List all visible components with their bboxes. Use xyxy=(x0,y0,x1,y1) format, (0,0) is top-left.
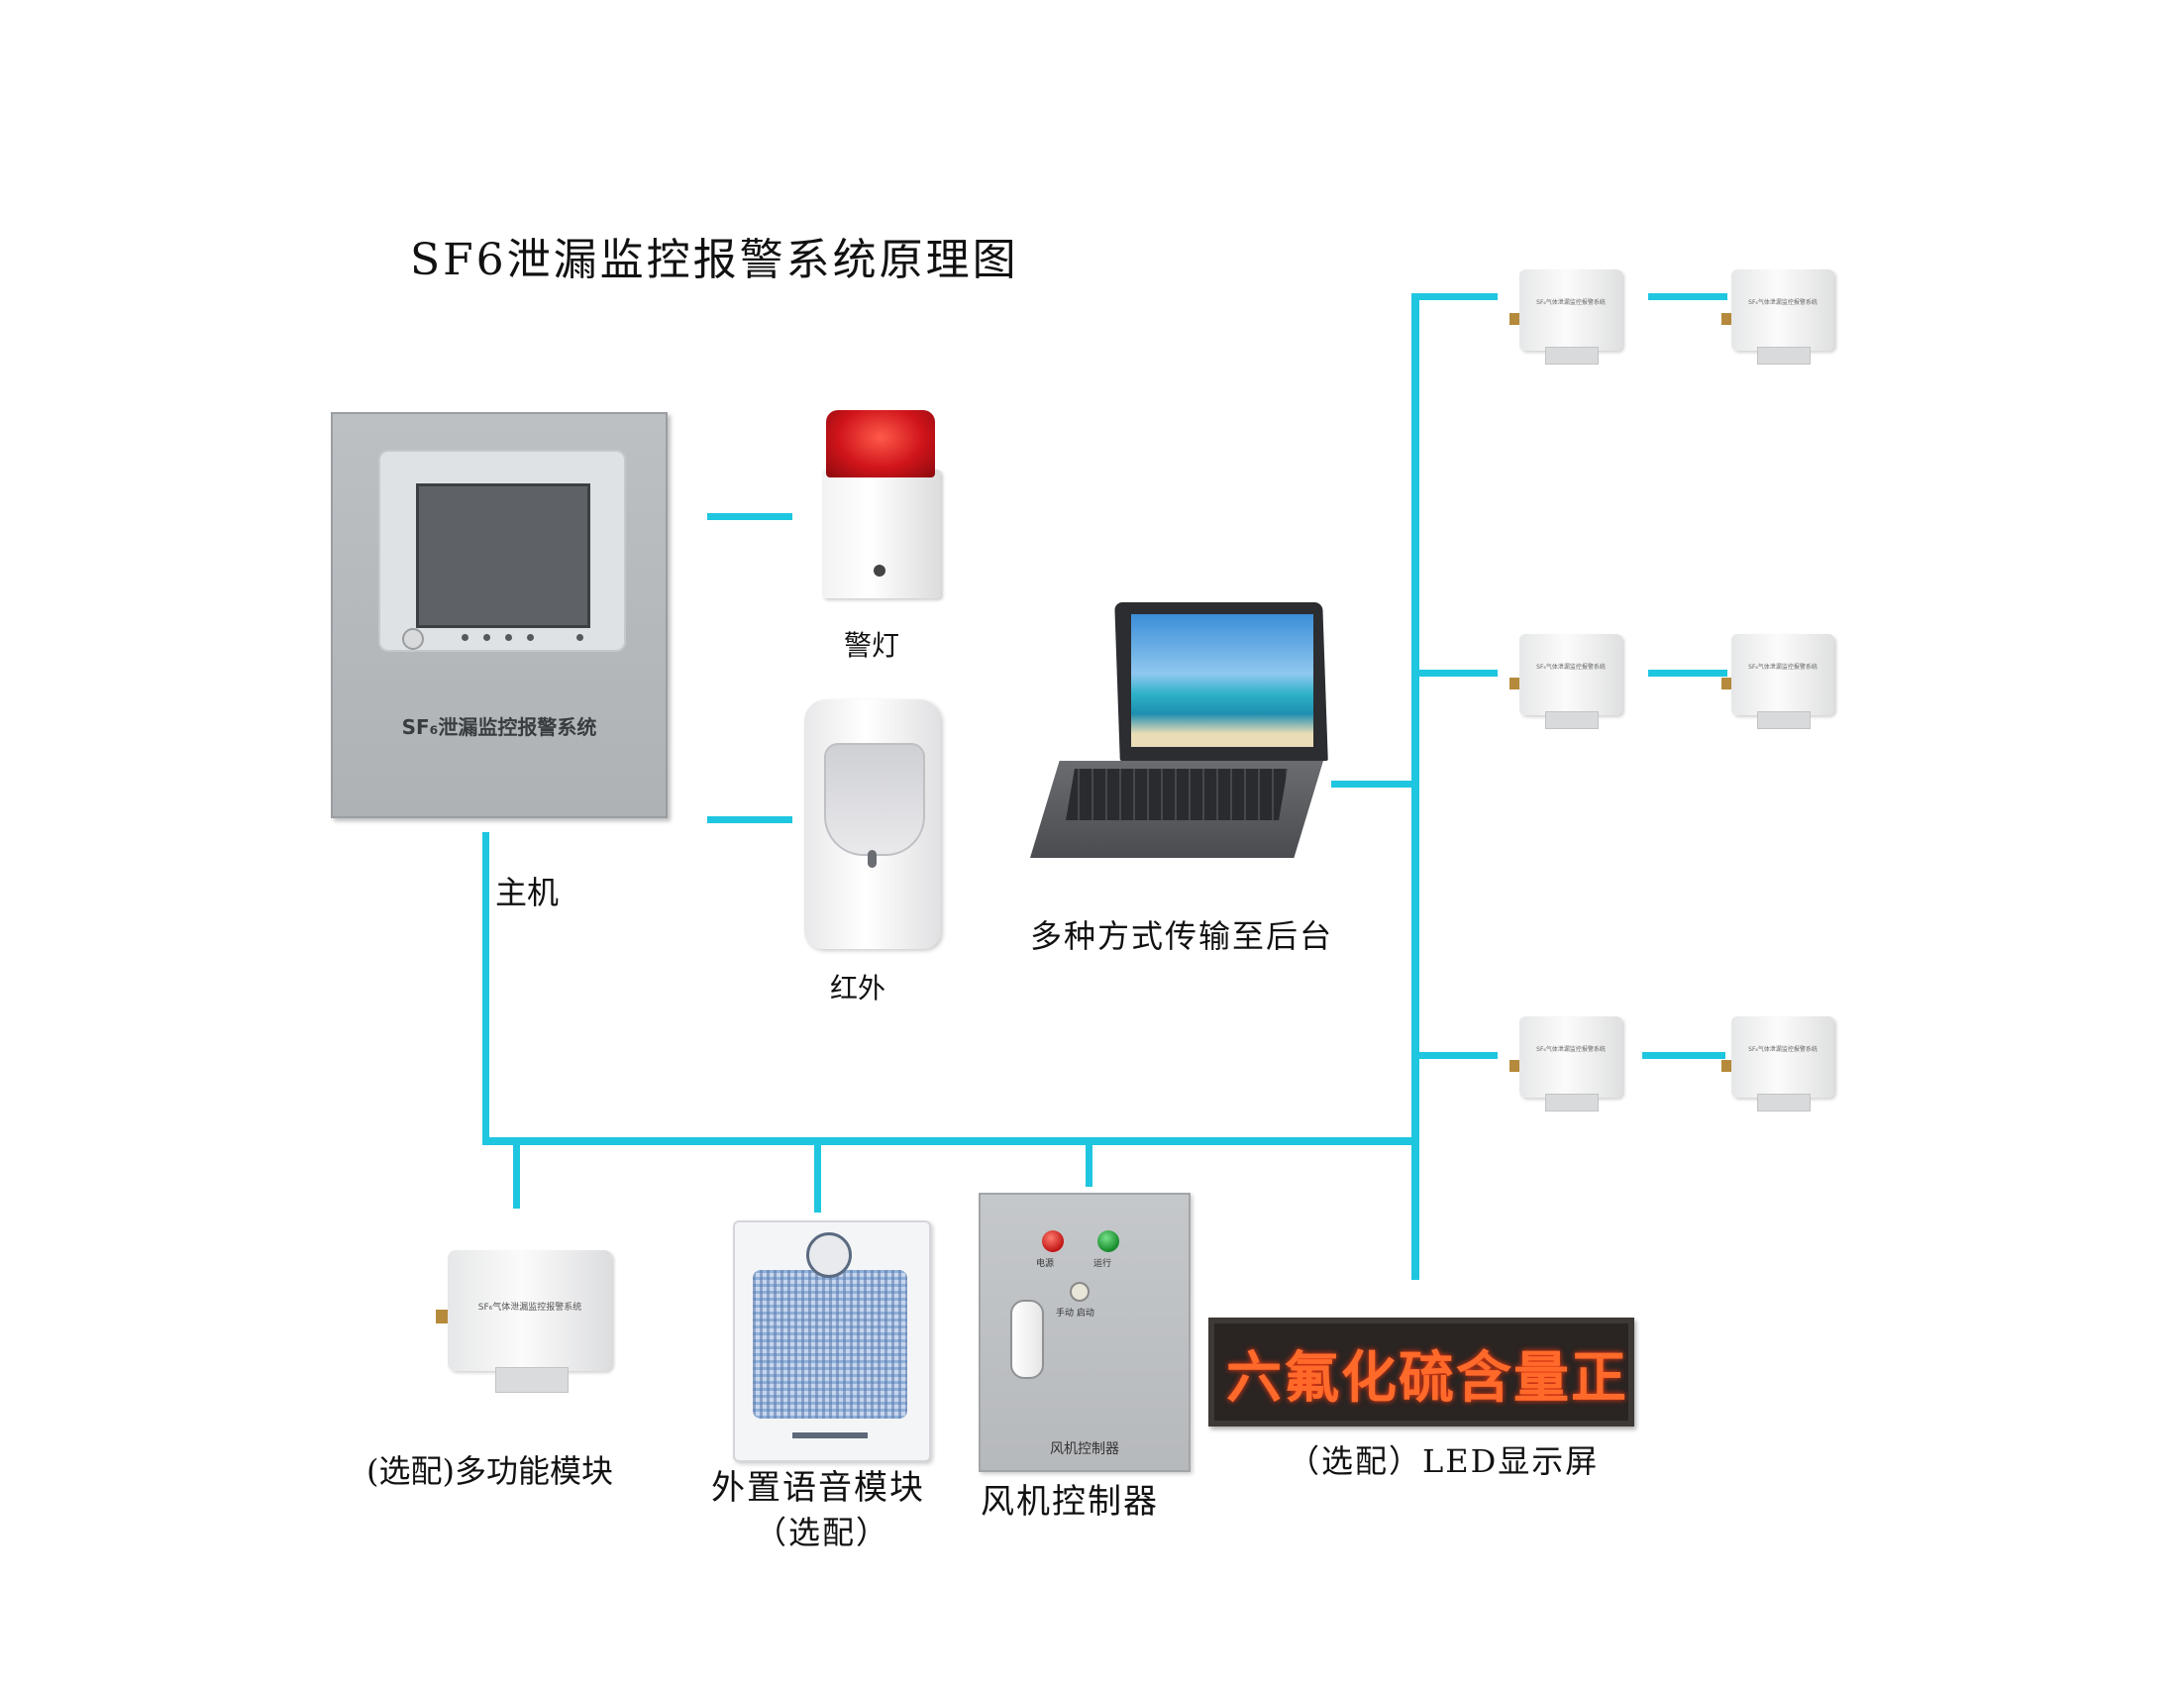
host-device-label: SF₆泄漏监控报警系统 xyxy=(401,715,597,739)
host-screen xyxy=(416,483,590,628)
connector-host-pir xyxy=(707,816,792,823)
multi-function-module: SF₆气体泄漏监控报警系统 xyxy=(436,1250,612,1393)
sensor-module: SF₆气体泄漏监控报警系统 xyxy=(1721,269,1834,365)
connector-row1-pair xyxy=(1648,293,1727,300)
host-unit: SF₆泄漏监控报警系统 xyxy=(331,412,668,818)
drop-multi-module xyxy=(513,1141,520,1209)
power-indicator-icon xyxy=(1042,1230,1064,1252)
host-indicator-icon xyxy=(576,634,583,641)
sensor-module: SF₆气体泄漏监控报警系统 xyxy=(1721,1016,1834,1111)
fan-button-label: 手动 启动 xyxy=(1056,1309,1094,1319)
connector-row3-pair xyxy=(1642,1052,1725,1059)
bus-horizontal xyxy=(482,1137,1418,1145)
connector-row1 xyxy=(1414,293,1498,300)
connector-host-lamp xyxy=(707,513,792,520)
lamp-caption: 警灯 xyxy=(844,629,900,662)
connector-host-down xyxy=(482,832,489,1141)
host-indicator-icon xyxy=(505,634,512,641)
fan-led1-label: 电源 xyxy=(1036,1259,1055,1269)
multi-module-caption: (选配)多功能模块 xyxy=(366,1452,613,1490)
led-display: 六氟化硫含量正 xyxy=(1208,1318,1634,1427)
laptop-keyboard-icon xyxy=(1066,769,1288,820)
pir-sensor-led-icon xyxy=(868,850,877,868)
warning-lamp-body xyxy=(822,470,941,598)
speaker-logo-icon xyxy=(806,1232,852,1278)
sensor-module: SF₆气体泄漏监控报警系统 xyxy=(1509,269,1622,365)
speaker-caption-line1: 外置语音模块 xyxy=(711,1468,925,1508)
pir-caption: 红外 xyxy=(830,972,886,1005)
speaker-slot xyxy=(792,1432,868,1438)
fan-controller-box: 风机控制器 电源 运行 手动 启动 xyxy=(979,1193,1191,1472)
fan-controller-caption: 风机控制器 xyxy=(981,1482,1159,1522)
run-indicator-icon xyxy=(1097,1230,1119,1252)
host-indicator-icon xyxy=(527,634,534,641)
led-caption: （选配）LED显示屏 xyxy=(1288,1442,1600,1480)
laptop-caption: 多种方式传输至后台 xyxy=(1030,917,1334,955)
host-indicator-icon xyxy=(483,634,490,641)
manual-start-button-icon xyxy=(1070,1282,1090,1302)
drop-fan-controller xyxy=(1086,1141,1092,1187)
led-display-text: 六氟化硫含量正 xyxy=(1226,1345,1628,1411)
fan-led2-label: 运行 xyxy=(1093,1259,1112,1269)
fan-controller-panel-label: 风机控制器 xyxy=(1050,1441,1119,1457)
fan-controller-handle xyxy=(1010,1300,1044,1379)
host-screen-bezel xyxy=(378,450,626,652)
laptop-screen xyxy=(1131,614,1313,747)
sensor-module: SF₆气体泄漏监控报警系统 xyxy=(1509,1016,1622,1111)
sensor-module: SF₆气体泄漏监控报警系统 xyxy=(1721,634,1834,729)
speaker-caption-line2: （选配） xyxy=(755,1514,890,1551)
sensor-module: SF₆气体泄漏监控报警系统 xyxy=(1509,634,1622,729)
connector-row2-pair xyxy=(1648,670,1727,677)
warning-lamp-screw-icon xyxy=(874,565,885,577)
host-caption: 主机 xyxy=(495,874,560,911)
warning-lamp-icon xyxy=(826,410,935,477)
connector-laptop xyxy=(1331,781,1416,788)
connector-row2 xyxy=(1414,670,1498,677)
connector-row3 xyxy=(1414,1052,1498,1059)
host-power-button-icon xyxy=(402,628,424,650)
drop-speaker xyxy=(814,1141,821,1213)
pir-sensor-lens-icon xyxy=(824,743,925,856)
diagram-title: SF6泄漏监控报警系统原理图 xyxy=(410,235,1019,285)
host-indicator-icon xyxy=(462,634,468,641)
